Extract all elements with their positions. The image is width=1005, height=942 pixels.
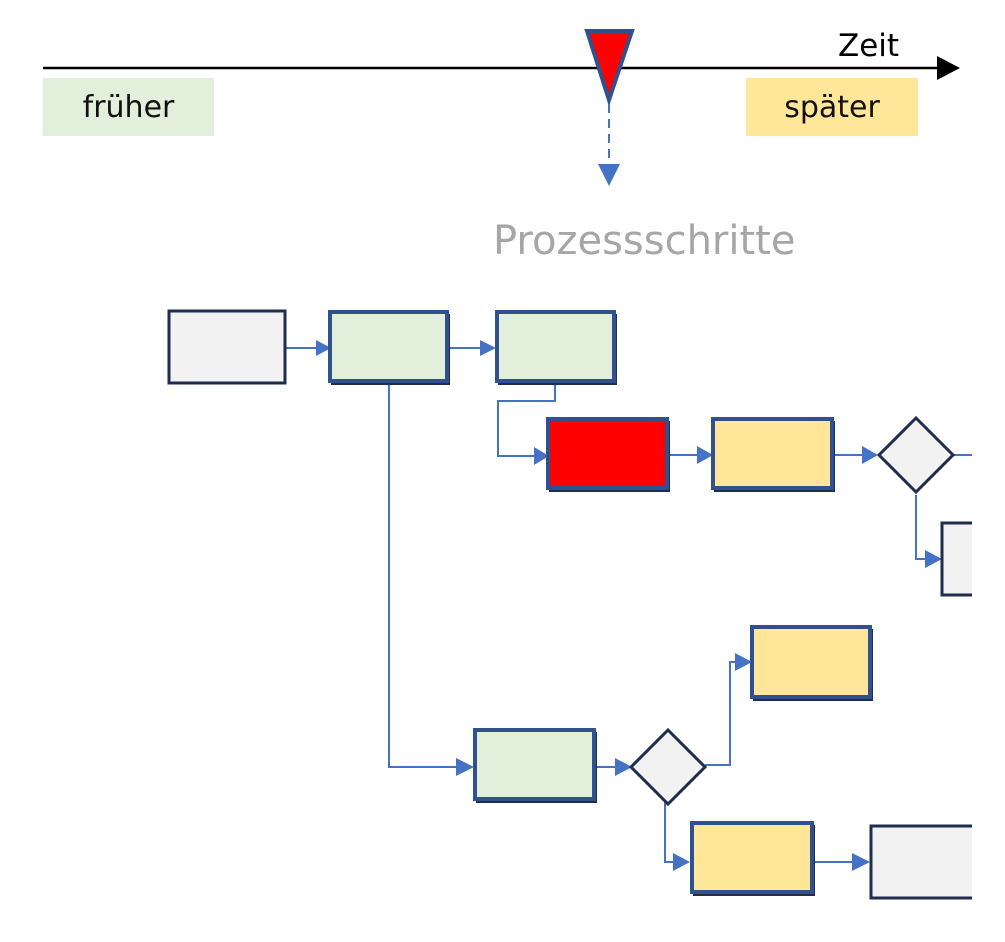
time-axis-label: Zeit [838, 28, 900, 64]
node-end-2 [869, 824, 972, 900]
connector-step2-current [497, 384, 556, 457]
node-step-2 [495, 310, 616, 383]
node-start [167, 309, 287, 385]
connector-decision1-branch [915, 495, 928, 560]
marker-down-arrow-icon [598, 164, 620, 186]
connector-decision2-upper [705, 661, 738, 766]
node-decision-2 [628, 727, 708, 807]
node-step-b1 [473, 728, 596, 801]
earlier-label: früher [43, 78, 214, 136]
later-label-text: später [784, 89, 880, 125]
node-step-4 [711, 417, 834, 490]
connector-decision2-lower [664, 800, 676, 863]
connector-step1-stepb1 [388, 384, 460, 768]
node-step-b2-upper [750, 625, 872, 699]
node-branch-end-1 [940, 521, 972, 597]
earlier-label-text: früher [82, 89, 175, 125]
node-current-step [546, 417, 669, 490]
diagram-title: Prozessschritte [493, 218, 796, 264]
node-step-1 [328, 310, 449, 383]
node-decision-1 [876, 415, 956, 495]
later-label: später [746, 78, 918, 136]
time-axis-arrowhead-icon [937, 56, 960, 80]
current-time-marker-icon [584, 29, 635, 107]
node-step-b2-lower [690, 821, 814, 894]
